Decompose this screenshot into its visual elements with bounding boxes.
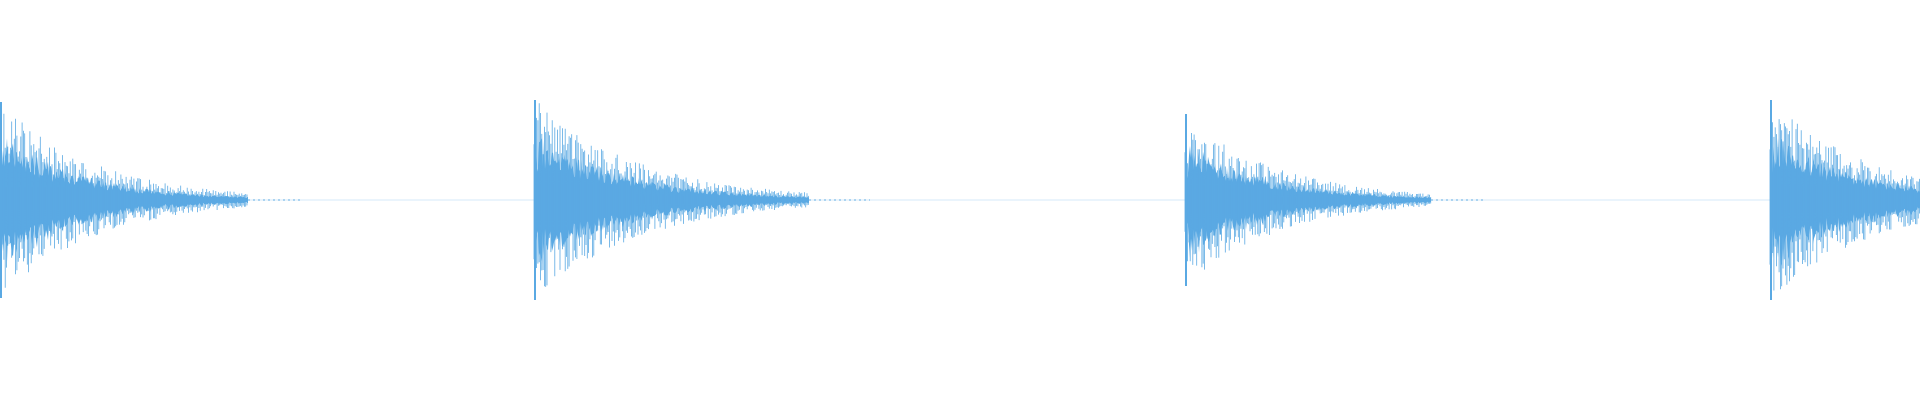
waveform-bursts (0, 100, 1920, 300)
waveform-burst-3 (1184, 114, 1485, 286)
waveform-burst-4 (1769, 100, 1920, 300)
waveform-body (0, 138, 248, 262)
waveform-burst-1 (0, 102, 303, 298)
waveform-body (1185, 145, 1431, 258)
waveform-burst-2 (533, 100, 870, 300)
waveform-peaks (0, 113, 248, 288)
